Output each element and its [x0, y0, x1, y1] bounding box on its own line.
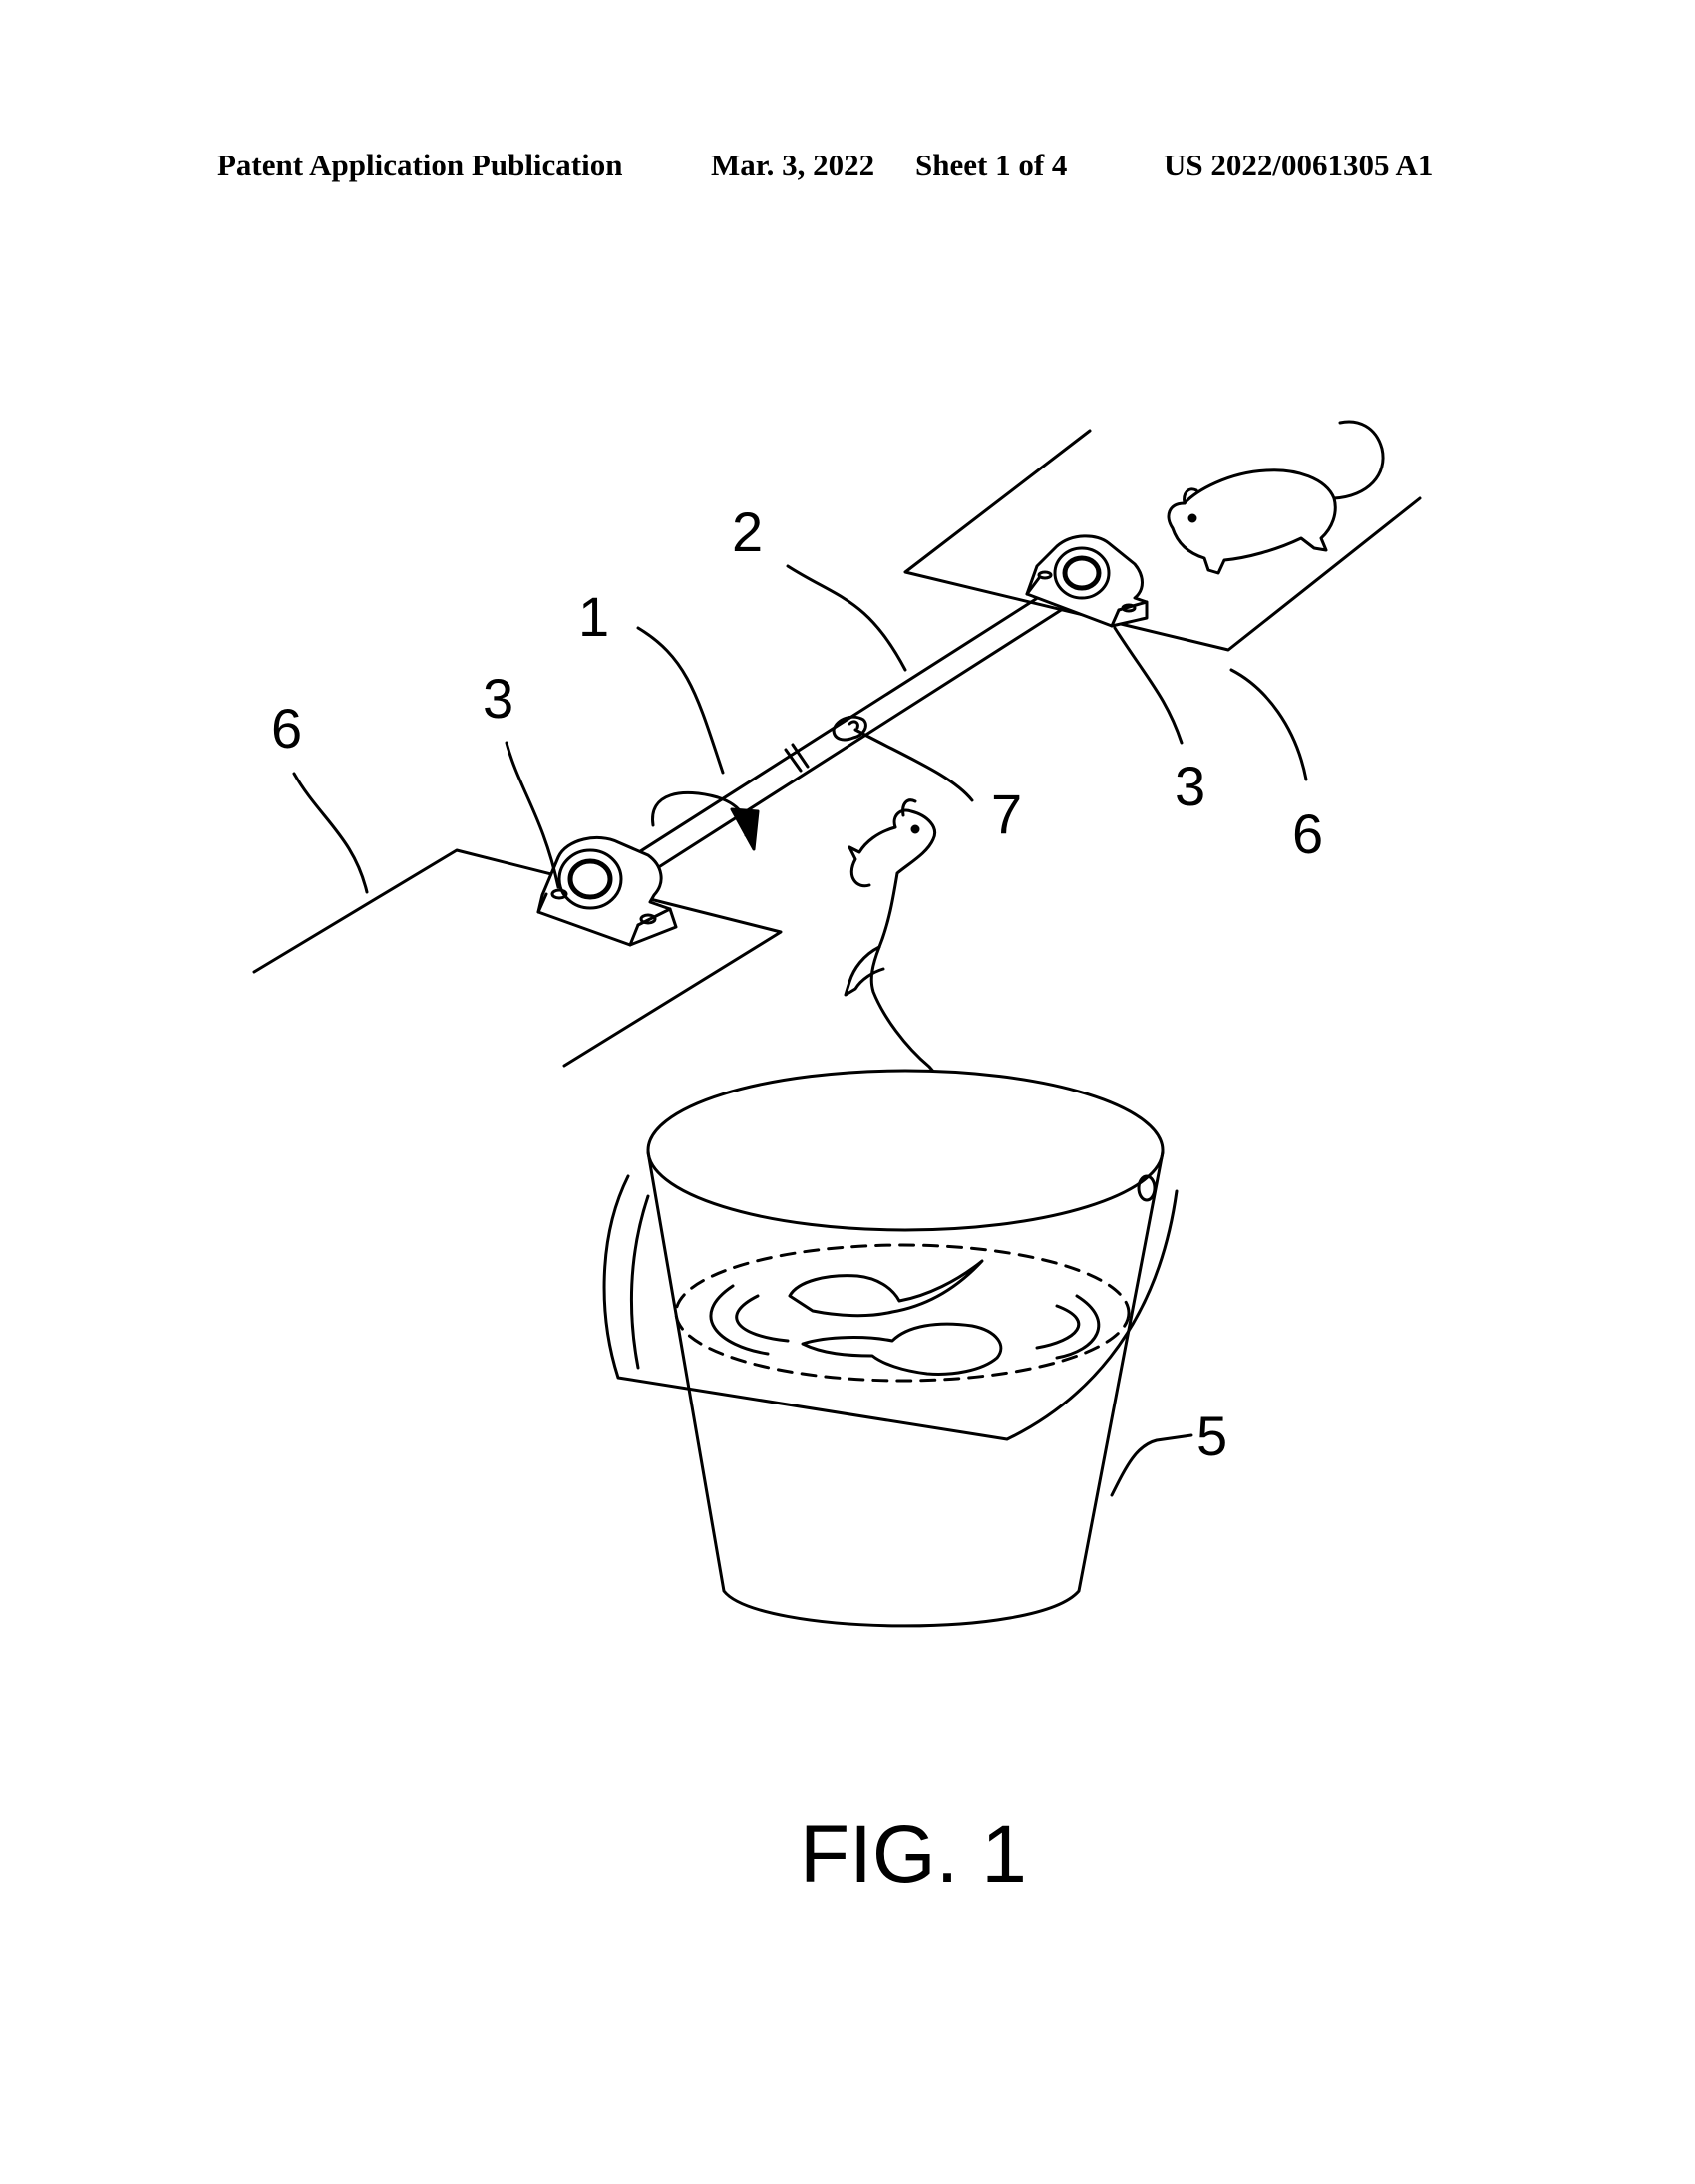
label-bucket: 5 — [1196, 1404, 1227, 1467]
figure-caption: FIG. 1 — [800, 1809, 1027, 1900]
jumping-rat — [844, 798, 951, 1123]
label-bearing-left: 3 — [483, 667, 513, 730]
label-platform-right: 6 — [1292, 802, 1323, 865]
reference-labels: 6 3 1 2 7 3 6 5 — [271, 500, 1323, 1467]
right-bearing — [1025, 534, 1149, 628]
publication-title: Patent Application Publication — [217, 148, 623, 182]
rat-on-platform — [1167, 420, 1385, 575]
label-bearing-right: 3 — [1175, 755, 1205, 817]
bait — [832, 715, 867, 742]
drowning-rat — [801, 1322, 1003, 1376]
patent-number: US 2022/0061305 A1 — [1164, 148, 1434, 182]
drowning-rat — [788, 1259, 984, 1318]
label-bait: 7 — [991, 782, 1022, 845]
rotating-rod — [618, 574, 1082, 886]
label-platform-left: 6 — [271, 697, 302, 760]
label-rod: 1 — [578, 585, 609, 648]
left-bearing — [536, 835, 678, 947]
page-header: Patent Application Publication Mar. 3, 2… — [0, 148, 1695, 187]
left-platform — [252, 848, 783, 1068]
right-platform — [903, 429, 1422, 652]
sheet-number: Sheet 1 of 4 — [915, 148, 1068, 182]
label-rod-section: 2 — [732, 500, 763, 563]
leader-lines — [292, 564, 1308, 894]
rotation-arrow-icon — [651, 790, 760, 851]
publication-date: Mar. 3, 2022 — [711, 148, 875, 182]
bucket — [602, 1069, 1193, 1628]
